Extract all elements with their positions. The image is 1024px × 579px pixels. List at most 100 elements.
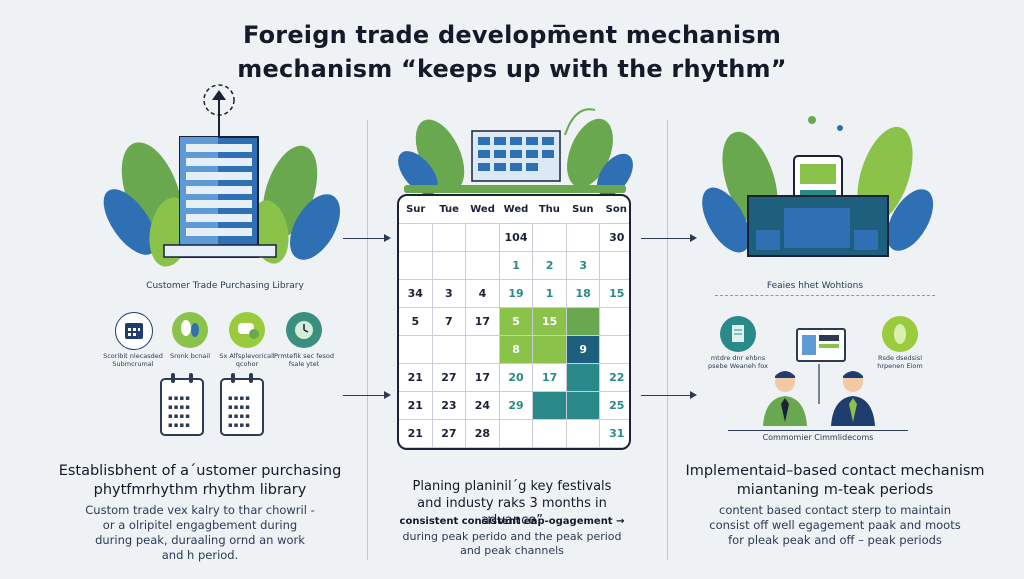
page-title: Foreign trade developm̅ent mechanism [242, 21, 782, 49]
calendar-day-cell[interactable] [432, 252, 467, 280]
left-heading: Establisbhent of a´ustomer purchasing ph… [58, 463, 342, 498]
building-illustration [103, 84, 340, 267]
calendar-day-cell[interactable]: 27 [432, 420, 467, 448]
calendar-day-cell[interactable]: 20 [499, 364, 534, 392]
middle-heading: Planing planinil´g key festivals and ind… [412, 479, 612, 528]
arrow-to-calendar [343, 234, 391, 242]
calendar-day-cell[interactable]: 17 [466, 308, 500, 336]
calendar-day-cell[interactable] [399, 224, 433, 252]
calendar-day-cell[interactable]: 15 [533, 308, 567, 336]
calendar-day-cell[interactable]: 2 [533, 252, 567, 280]
calendar-day-cell[interactable] [499, 420, 534, 448]
people-illustration [763, 364, 875, 426]
calendar-day-cell[interactable] [466, 252, 500, 280]
arrow-to-right [641, 234, 697, 242]
calendar-circle-icon [115, 312, 153, 350]
leaf-cluster-left [103, 142, 340, 267]
calendar-day-cell[interactable]: 30 [600, 224, 629, 252]
calendar-day-cell[interactable] [566, 364, 601, 392]
calendar-day-cell[interactable] [533, 224, 567, 252]
person-icon [763, 371, 807, 426]
calendar-day-cell[interactable]: 23 [432, 392, 467, 420]
calendar-day-cell[interactable] [566, 392, 601, 420]
calendar-day-cell[interactable] [600, 252, 629, 280]
calendar-day-cell[interactable]: 3 [566, 252, 601, 280]
calendar-day-cell[interactable]: 22 [600, 364, 629, 392]
day-header: Wed [499, 196, 533, 224]
calendar-day-cell[interactable] [533, 392, 567, 420]
calendar-day-cell[interactable] [466, 224, 500, 252]
calendar-day-cell[interactable]: 24 [466, 392, 500, 420]
right-top-label: Feaies hhet Wohtions [766, 281, 864, 291]
calendar-day-cell[interactable] [566, 420, 601, 448]
calendar-day-cell[interactable]: 104 [499, 224, 534, 252]
calendar-day-cell[interactable] [432, 336, 467, 364]
divider-left [367, 120, 368, 560]
calendar-day-cell[interactable] [399, 336, 433, 364]
library-label: Customer Trade Purchasing Library [146, 281, 304, 291]
document-circle-icon [720, 316, 756, 352]
calendar-day-cell[interactable]: 1 [533, 280, 567, 308]
clock-circle-icon [286, 312, 322, 348]
calendar-day-cell[interactable]: 17 [466, 364, 500, 392]
upload-arrow-icon [203, 84, 235, 137]
calendar-day-cell[interactable]: 28 [466, 420, 500, 448]
calendar-day-cell[interactable]: 34 [399, 280, 433, 308]
calendar-day-cell[interactable] [566, 308, 601, 336]
calendar-day-cell[interactable]: 4 [466, 280, 500, 308]
calendar-day-cell[interactable]: 7 [432, 308, 467, 336]
day-header: Tue [432, 196, 466, 224]
people-baseline [728, 430, 908, 431]
calendar-day-cell[interactable] [399, 252, 433, 280]
divider-right [667, 120, 668, 560]
calendar-day-cell[interactable]: 29 [499, 392, 534, 420]
calendar-day-cell[interactable]: 3 [432, 280, 467, 308]
calendar-day-cell[interactable]: 18 [566, 280, 601, 308]
calendar-day-cell[interactable]: 9 [566, 336, 601, 364]
calendar-day-cell[interactable]: 21 [399, 392, 433, 420]
calendar-day-cell[interactable]: 1 [499, 252, 534, 280]
icon-label: Prmtefik sec fesod fsale ytet [274, 352, 334, 368]
calendar-day-cell[interactable]: 31 [600, 420, 629, 448]
calendar-day-cell[interactable]: 15 [600, 280, 629, 308]
calendar-day-cell[interactable]: 21 [399, 420, 433, 448]
icon-label: mtdre dnr ehbns psebe Weaneh fox [708, 354, 768, 370]
calendar-day-cell[interactable] [566, 224, 601, 252]
calendar-day-cell[interactable]: 21 [399, 364, 433, 392]
people-label: Commomier Cimmlidecoms [762, 433, 874, 442]
arrow-to-right-lower [641, 391, 697, 399]
person-icon [831, 371, 875, 426]
calendar-day-cell[interactable]: 19 [499, 280, 534, 308]
calendar-day-cell[interactable] [600, 336, 629, 364]
arrow-to-calendar-lower [343, 391, 391, 399]
left-icon-row: Scoribit nlecasded Submcrumal Sronk bcna… [100, 312, 350, 372]
office-illustration [702, 116, 934, 257]
chat-circle-icon [229, 312, 265, 348]
calendar-day-cell[interactable] [466, 336, 500, 364]
icon-label: Sx Alfsplevoricall qcohor [219, 352, 275, 368]
day-header: Wed [465, 196, 500, 224]
icon-label: Sronk bcnail [170, 352, 210, 360]
calendar-day-cell[interactable]: 5 [399, 308, 433, 336]
calendar-day-cell[interactable] [600, 308, 629, 336]
leaf-circle-icon [882, 316, 918, 352]
dashed-connector [715, 295, 935, 296]
mini-calendar-icon: ▪▪▪▪ ▪▪▪▪ ▪▪▪▪ ▪▪▪▪ [160, 373, 204, 436]
middle-body: during peak perido and the peak period a… [402, 530, 622, 557]
day-header: Thu [532, 196, 567, 224]
calendar-day-cell[interactable] [432, 224, 467, 252]
calendar-day-cell[interactable] [533, 420, 567, 448]
calendar-day-cell[interactable] [533, 336, 567, 364]
calendar-day-cell[interactable]: 27 [432, 364, 467, 392]
calendar-day-cell[interactable]: 17 [533, 364, 567, 392]
calendar-day-cell[interactable]: 8 [499, 336, 534, 364]
calendar-day-cell[interactable]: 25 [600, 392, 629, 420]
calendar-day-cell[interactable]: 5 [499, 308, 534, 336]
day-header: Sun [566, 196, 600, 224]
